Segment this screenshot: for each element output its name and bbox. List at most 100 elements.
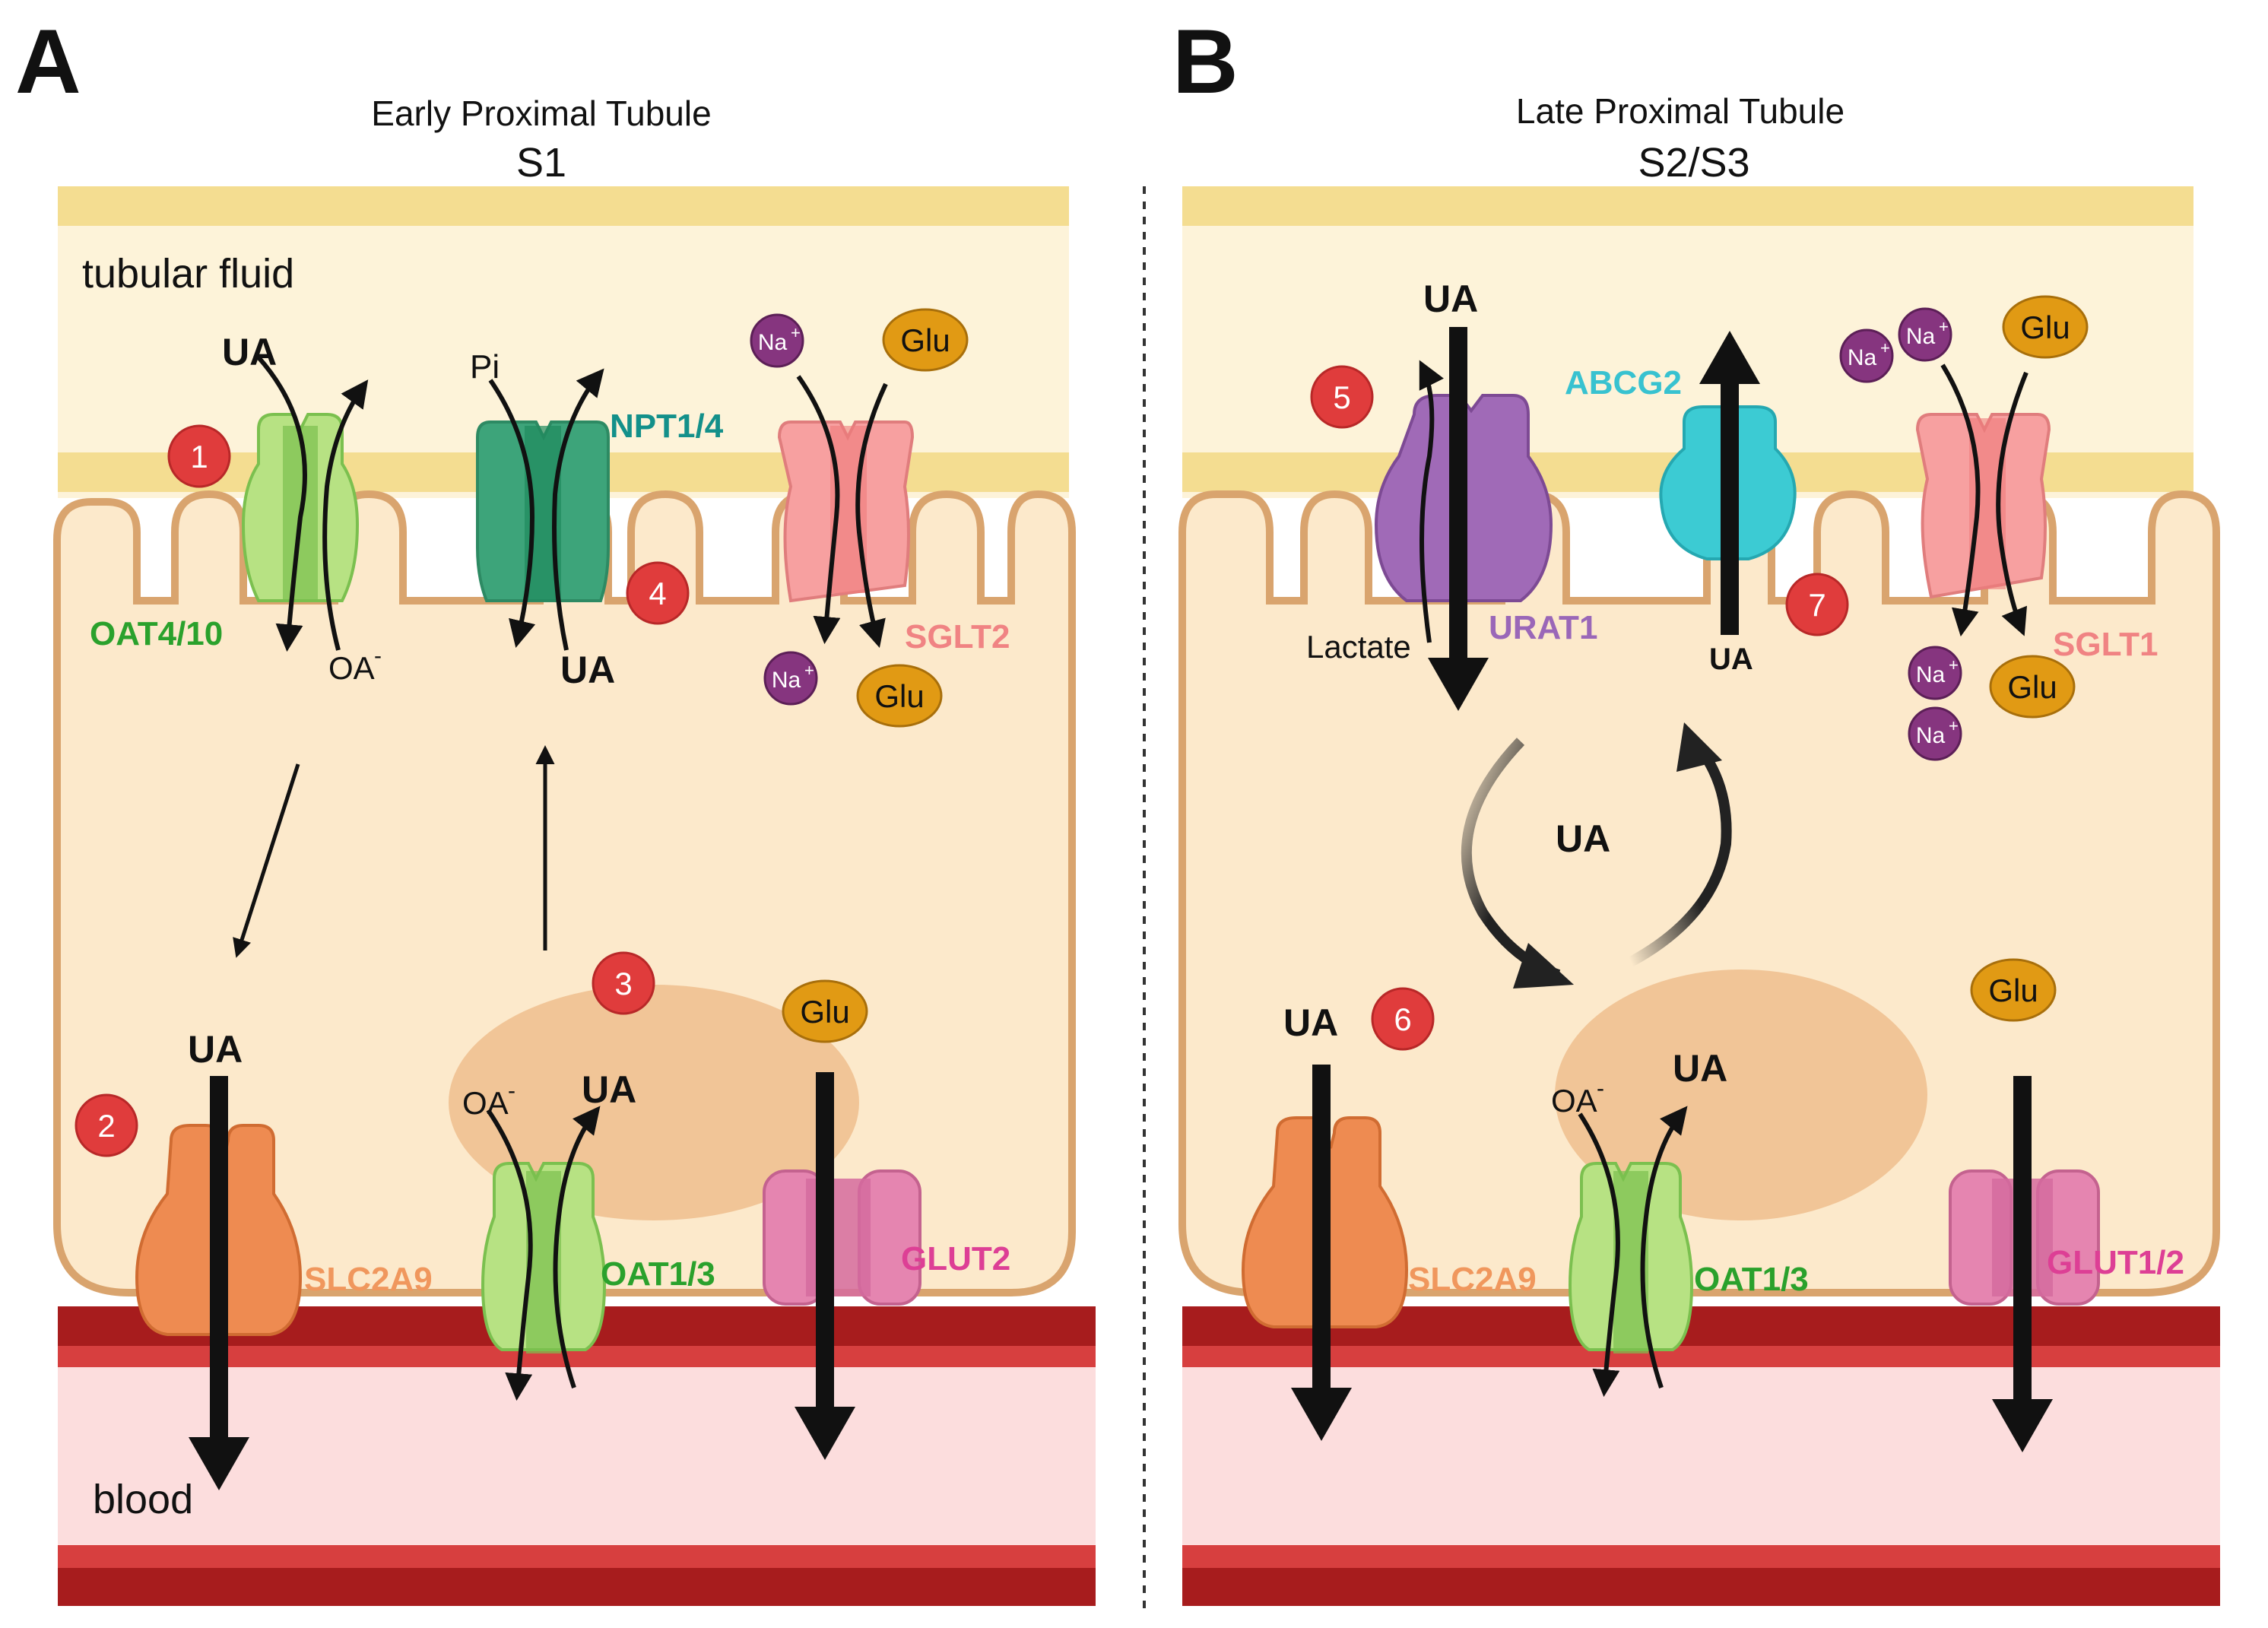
panel-a-lumen-top-band — [58, 186, 1069, 226]
oat1-3-transporter-b — [1568, 1106, 1694, 1398]
panel-a-ua-slc2a9: UA — [188, 1028, 243, 1071]
na-ion-b-bottom-2: Na + — [1908, 706, 1962, 761]
glu-ion-a-top-text: Glu — [900, 322, 950, 358]
panel-b-lactate: Lactate — [1306, 629, 1411, 665]
panel-a-letter: A — [15, 11, 81, 113]
panel-a-nucleus — [449, 985, 859, 1220]
na-ion-a-top: Na + — [750, 313, 804, 368]
step-badge-7: 7 — [1785, 573, 1849, 636]
oat1-3-label-a: OAT1/3 — [601, 1255, 715, 1293]
panel-b-vessel-bottom — [1182, 1568, 2220, 1606]
na-ion-a-bottom-text: Na — [772, 668, 801, 693]
panel-a-vessel-bottom-stripe — [58, 1545, 1096, 1568]
glut2-transporter — [763, 1169, 921, 1306]
glu-ion-a-top: Glu — [882, 308, 969, 372]
panel-b-ua-urat1: UA — [1423, 278, 1478, 320]
step-badge-5-text: 5 — [1333, 379, 1350, 415]
na-ion-a-top-text: Na — [758, 330, 788, 355]
oat1-3-transporter-a — [481, 1106, 607, 1401]
glu-ion-b-bottom: Glu — [1989, 655, 2076, 719]
na-ion-b-bottom-1-charge: + — [1949, 655, 1959, 674]
na-ion-a-bottom: Na + — [763, 651, 818, 706]
step-badge-3-text: 3 — [614, 966, 632, 1001]
na-ion-b-top-1-charge: + — [1880, 338, 1890, 357]
oat1-3-label-b: OAT1/3 — [1694, 1261, 1809, 1298]
na-ion-b-top-1: Na + — [1839, 328, 1894, 383]
glu-ion-b-bottom-text: Glu — [2007, 669, 2057, 705]
na-ion-a-bottom-charge: + — [804, 661, 814, 680]
panel-b-oa-oat1: OA — [1551, 1083, 1597, 1119]
na-ion-b-top-2-text: Na — [1906, 324, 1936, 349]
panel-b-ua-abcg2: UA — [1709, 643, 1753, 676]
oat4-10-transporter — [241, 356, 369, 652]
step-badge-1: 1 — [167, 424, 231, 488]
panel-a-pi: Pi — [470, 348, 500, 386]
glu-ion-b-top: Glu — [2002, 295, 2089, 359]
step-badge-4: 4 — [626, 561, 690, 625]
glu-ion-b-top-text: Glu — [2020, 309, 2070, 345]
panel-a-vessel-bottom — [58, 1568, 1096, 1606]
glut2-label: GLUT2 — [901, 1240, 1010, 1277]
arrow-urat1-head — [1428, 658, 1489, 711]
na-ion-b-bottom-1-text: Na — [1916, 662, 1946, 687]
na-ion-b-top-2: Na + — [1898, 307, 1952, 362]
panel-b-title-line2: S2/S3 — [1638, 140, 1749, 186]
panel-b-vessel-bottom-stripe — [1182, 1545, 2220, 1568]
panel-a-oa-oat1-charge: - — [508, 1078, 515, 1103]
step-badge-5: 5 — [1310, 365, 1374, 429]
panel-a: A Early Proximal Tubule S1 tubular fluid… — [15, 11, 1096, 1606]
glu-ion-a-bottom-text: Glu — [874, 678, 924, 714]
panel-b-title-line1: Late Proximal Tubule — [1516, 91, 1845, 131]
step-badge-6-text: 6 — [1394, 1001, 1411, 1037]
panel-b-vessel-top-stripe — [1182, 1346, 2220, 1367]
npt1-4-transporter — [476, 368, 610, 651]
na-ion-a-top-charge: + — [791, 323, 801, 342]
panel-b-ua-cycle: UA — [1556, 817, 1610, 860]
panel-a-tubular-fluid-label: tubular fluid — [82, 251, 294, 297]
urat1-label: URAT1 — [1489, 609, 1597, 646]
arrow-oat4-to-slc2a9 — [233, 763, 300, 958]
panel-b-ua-oat1: UA — [1673, 1047, 1727, 1090]
panel-b-lumen-top-band — [1182, 186, 2193, 226]
step-badge-4-text: 4 — [649, 576, 666, 611]
na-ion-b-bottom-2-text: Na — [1916, 723, 1946, 748]
panel-a-ua-oat1: UA — [582, 1068, 636, 1111]
panel-a-title-line1: Early Proximal Tubule — [371, 94, 711, 133]
arrow-slc2a9-b-head — [1291, 1388, 1352, 1441]
panel-a-title-line2: S1 — [516, 140, 566, 186]
glu-ion-a-basolateral: Glu — [782, 979, 868, 1043]
step-badge-2: 2 — [75, 1093, 138, 1157]
sglt2-label: SGLT2 — [905, 618, 1010, 655]
slc2a9-label-b: SLC2A9 — [1408, 1261, 1537, 1298]
panel-b-cell — [1178, 490, 2220, 1296]
arrow-glut1-2-head — [1992, 1399, 2053, 1452]
arrow-glut2-head — [795, 1407, 855, 1460]
sglt1-label: SGLT1 — [2053, 626, 2159, 663]
step-badge-6: 6 — [1371, 987, 1435, 1051]
npt1-4-label: NPT1/4 — [610, 408, 724, 445]
panel-b: B Late Proximal Tubule S2/S3 UA Lactate … — [1172, 11, 2220, 1606]
panel-b-letter: B — [1172, 11, 1239, 113]
step-badge-7-text: 7 — [1808, 587, 1826, 623]
step-badge-2-text: 2 — [97, 1108, 115, 1144]
step-badge-1-text: 1 — [190, 439, 208, 474]
na-ion-b-bottom-1: Na + — [1908, 646, 1962, 700]
cycle-arrow-down-head — [1513, 943, 1574, 989]
arrow-slc2a9-a-head — [189, 1437, 249, 1490]
glut1-2-label: GLUT1/2 — [2047, 1244, 2184, 1281]
na-ion-b-top-1-text: Na — [1848, 345, 1877, 370]
panel-a-ua-npt: UA — [560, 649, 615, 691]
cycle-arrow-up — [1628, 749, 1732, 967]
slc2a9-label-a: SLC2A9 — [304, 1261, 433, 1298]
sglt2-transporter — [777, 375, 915, 648]
na-ion-b-top-2-charge: + — [1939, 317, 1949, 336]
panel-a-ua-oat4-in: UA — [222, 331, 277, 373]
arrow-abcg2-head — [1699, 331, 1760, 384]
panel-b-nucleus — [1555, 970, 1927, 1220]
panel-b-oa-oat1-charge: - — [1597, 1076, 1604, 1101]
panel-a-oa-oat4: OA — [328, 650, 375, 686]
panel-b-ua-slc2a9: UA — [1283, 1001, 1338, 1044]
step-badge-3: 3 — [592, 951, 655, 1015]
oat4-10-label: OAT4/10 — [90, 615, 223, 652]
